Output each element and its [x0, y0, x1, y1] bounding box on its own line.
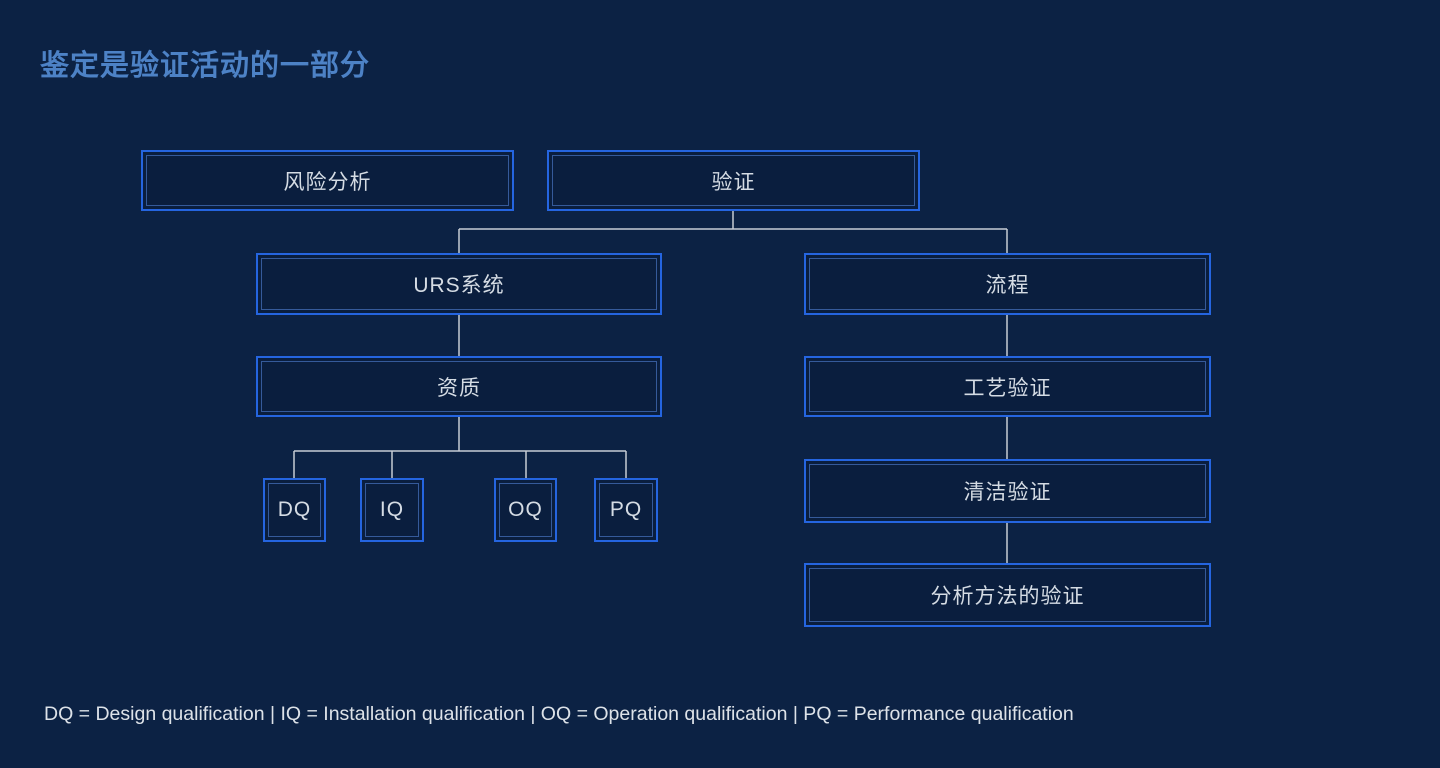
node-oq: OQ: [494, 478, 557, 542]
node-urs-system: URS系统: [256, 253, 662, 315]
node-iq-label: IQ: [379, 498, 405, 521]
node-validation-label: 验证: [711, 170, 756, 194]
node-process-validation-label: 工艺验证: [963, 376, 1052, 400]
node-pq-label: PQ: [609, 498, 643, 521]
node-dq: DQ: [263, 478, 326, 542]
node-urs-system-label: URS系统: [413, 274, 505, 297]
node-process: 流程: [804, 253, 1211, 315]
node-process-label: 流程: [985, 274, 1030, 297]
node-risk-analysis-label: 风险分析: [283, 170, 372, 194]
node-analytical-method-validation-label: 分析方法的验证: [930, 585, 1085, 608]
node-oq-label: OQ: [508, 498, 543, 521]
node-dq-label: DQ: [277, 498, 312, 521]
node-cleaning-validation: 清洁验证: [804, 459, 1211, 523]
node-pq: PQ: [594, 478, 658, 542]
node-analytical-method-validation: 分析方法的验证: [804, 563, 1211, 627]
node-qualification-label: 资质: [437, 376, 481, 400]
node-iq: IQ: [360, 478, 424, 542]
node-process-validation: 工艺验证: [804, 356, 1211, 417]
footer-legend: DQ = Design qualification | IQ = Install…: [44, 703, 1074, 725]
node-cleaning-validation-label: 清洁验证: [963, 481, 1052, 504]
node-risk-analysis: 风险分析: [141, 150, 514, 211]
slide-title: 鉴定是验证活动的一部分: [40, 50, 371, 82]
node-qualification: 资质: [256, 356, 662, 417]
node-validation: 验证: [547, 150, 920, 211]
